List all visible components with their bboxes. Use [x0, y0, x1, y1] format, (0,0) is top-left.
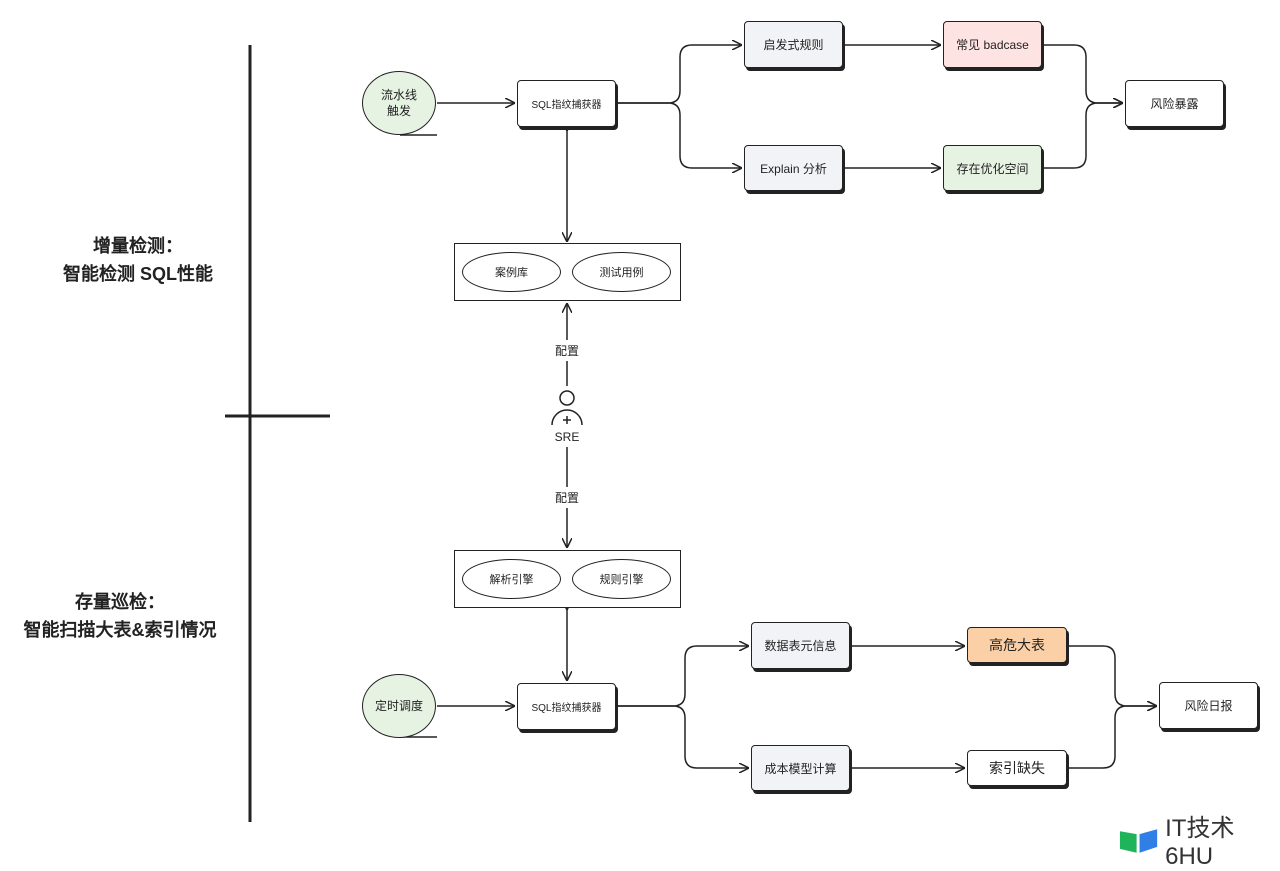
edge-badcase-risk	[1042, 44, 1122, 103]
risk-exposure-node[interactable]: 风险暴露	[1125, 80, 1224, 127]
sql-capture-node-bottom[interactable]: SQL指纹捕获器	[517, 683, 616, 730]
section-title-incremental: 增量检测： 智能检测 SQL性能	[18, 232, 258, 288]
table-meta-node[interactable]: 数据表元信息	[751, 622, 850, 669]
sql-capture-node-top[interactable]: SQL指纹捕获器	[517, 80, 616, 127]
pipeline-trigger-line2: 触发	[386, 104, 411, 118]
optimize-space-node[interactable]: 存在优化空间	[943, 145, 1042, 191]
edge-optimize-risk	[1042, 103, 1122, 169]
edge-capture-cost	[617, 705, 748, 768]
risk-daily-report-node[interactable]: 风险日报	[1159, 682, 1258, 729]
section-title-inventory-line1: 存量巡检：	[75, 592, 165, 612]
badcase-node[interactable]: 常见 badcase	[943, 21, 1042, 68]
section-title-incremental-line1: 增量检测：	[93, 236, 183, 256]
heuristic-rules-node[interactable]: 启发式规则	[744, 21, 843, 68]
sre-body	[551, 409, 583, 426]
book-icon	[1119, 828, 1158, 853]
test-case-item[interactable]: 测试用例	[572, 252, 671, 292]
section-title-inventory: 存量巡检： 智能扫描大表&索引情况	[0, 588, 240, 644]
rule-engine-item[interactable]: 规则引擎	[572, 559, 671, 599]
config-label-top: 配置	[551, 340, 583, 361]
sre-label: SRE	[551, 428, 583, 446]
edge-index-report	[1069, 706, 1156, 769]
edge-capture-meta	[617, 646, 748, 707]
section-title-incremental-line2: 智能检测 SQL性能	[62, 264, 213, 284]
case-library-group: 案例库 测试用例	[454, 243, 681, 301]
cost-model-node[interactable]: 成本模型计算	[751, 745, 850, 791]
missing-index-node[interactable]: 索引缺失	[967, 750, 1067, 786]
schedule-trigger-node[interactable]: 定时调度	[362, 674, 436, 738]
edge-capture-heuristic	[617, 45, 741, 104]
config-label-bottom: 配置	[551, 487, 583, 508]
explain-node[interactable]: Explain 分析	[744, 145, 843, 191]
watermark-logo: IT技术6HU	[1118, 808, 1280, 871]
pipeline-trigger-line1: 流水线	[380, 88, 417, 102]
sre-head	[559, 390, 575, 406]
edge-capture-explain	[617, 102, 741, 168]
engine-group: 解析引擎 规则引擎	[454, 550, 681, 608]
edge-bigtable-report	[1069, 645, 1156, 706]
case-library-item[interactable]: 案例库	[462, 252, 561, 292]
watermark-text: IT技术6HU	[1165, 815, 1235, 870]
section-title-inventory-line2: 智能扫描大表&索引情况	[23, 620, 217, 640]
pipeline-trigger-node[interactable]: 流水线 触发	[362, 71, 436, 135]
high-risk-table-node[interactable]: 高危大表	[967, 627, 1067, 663]
connector-layer	[225, 0, 1280, 822]
parse-engine-item[interactable]: 解析引擎	[462, 559, 561, 599]
